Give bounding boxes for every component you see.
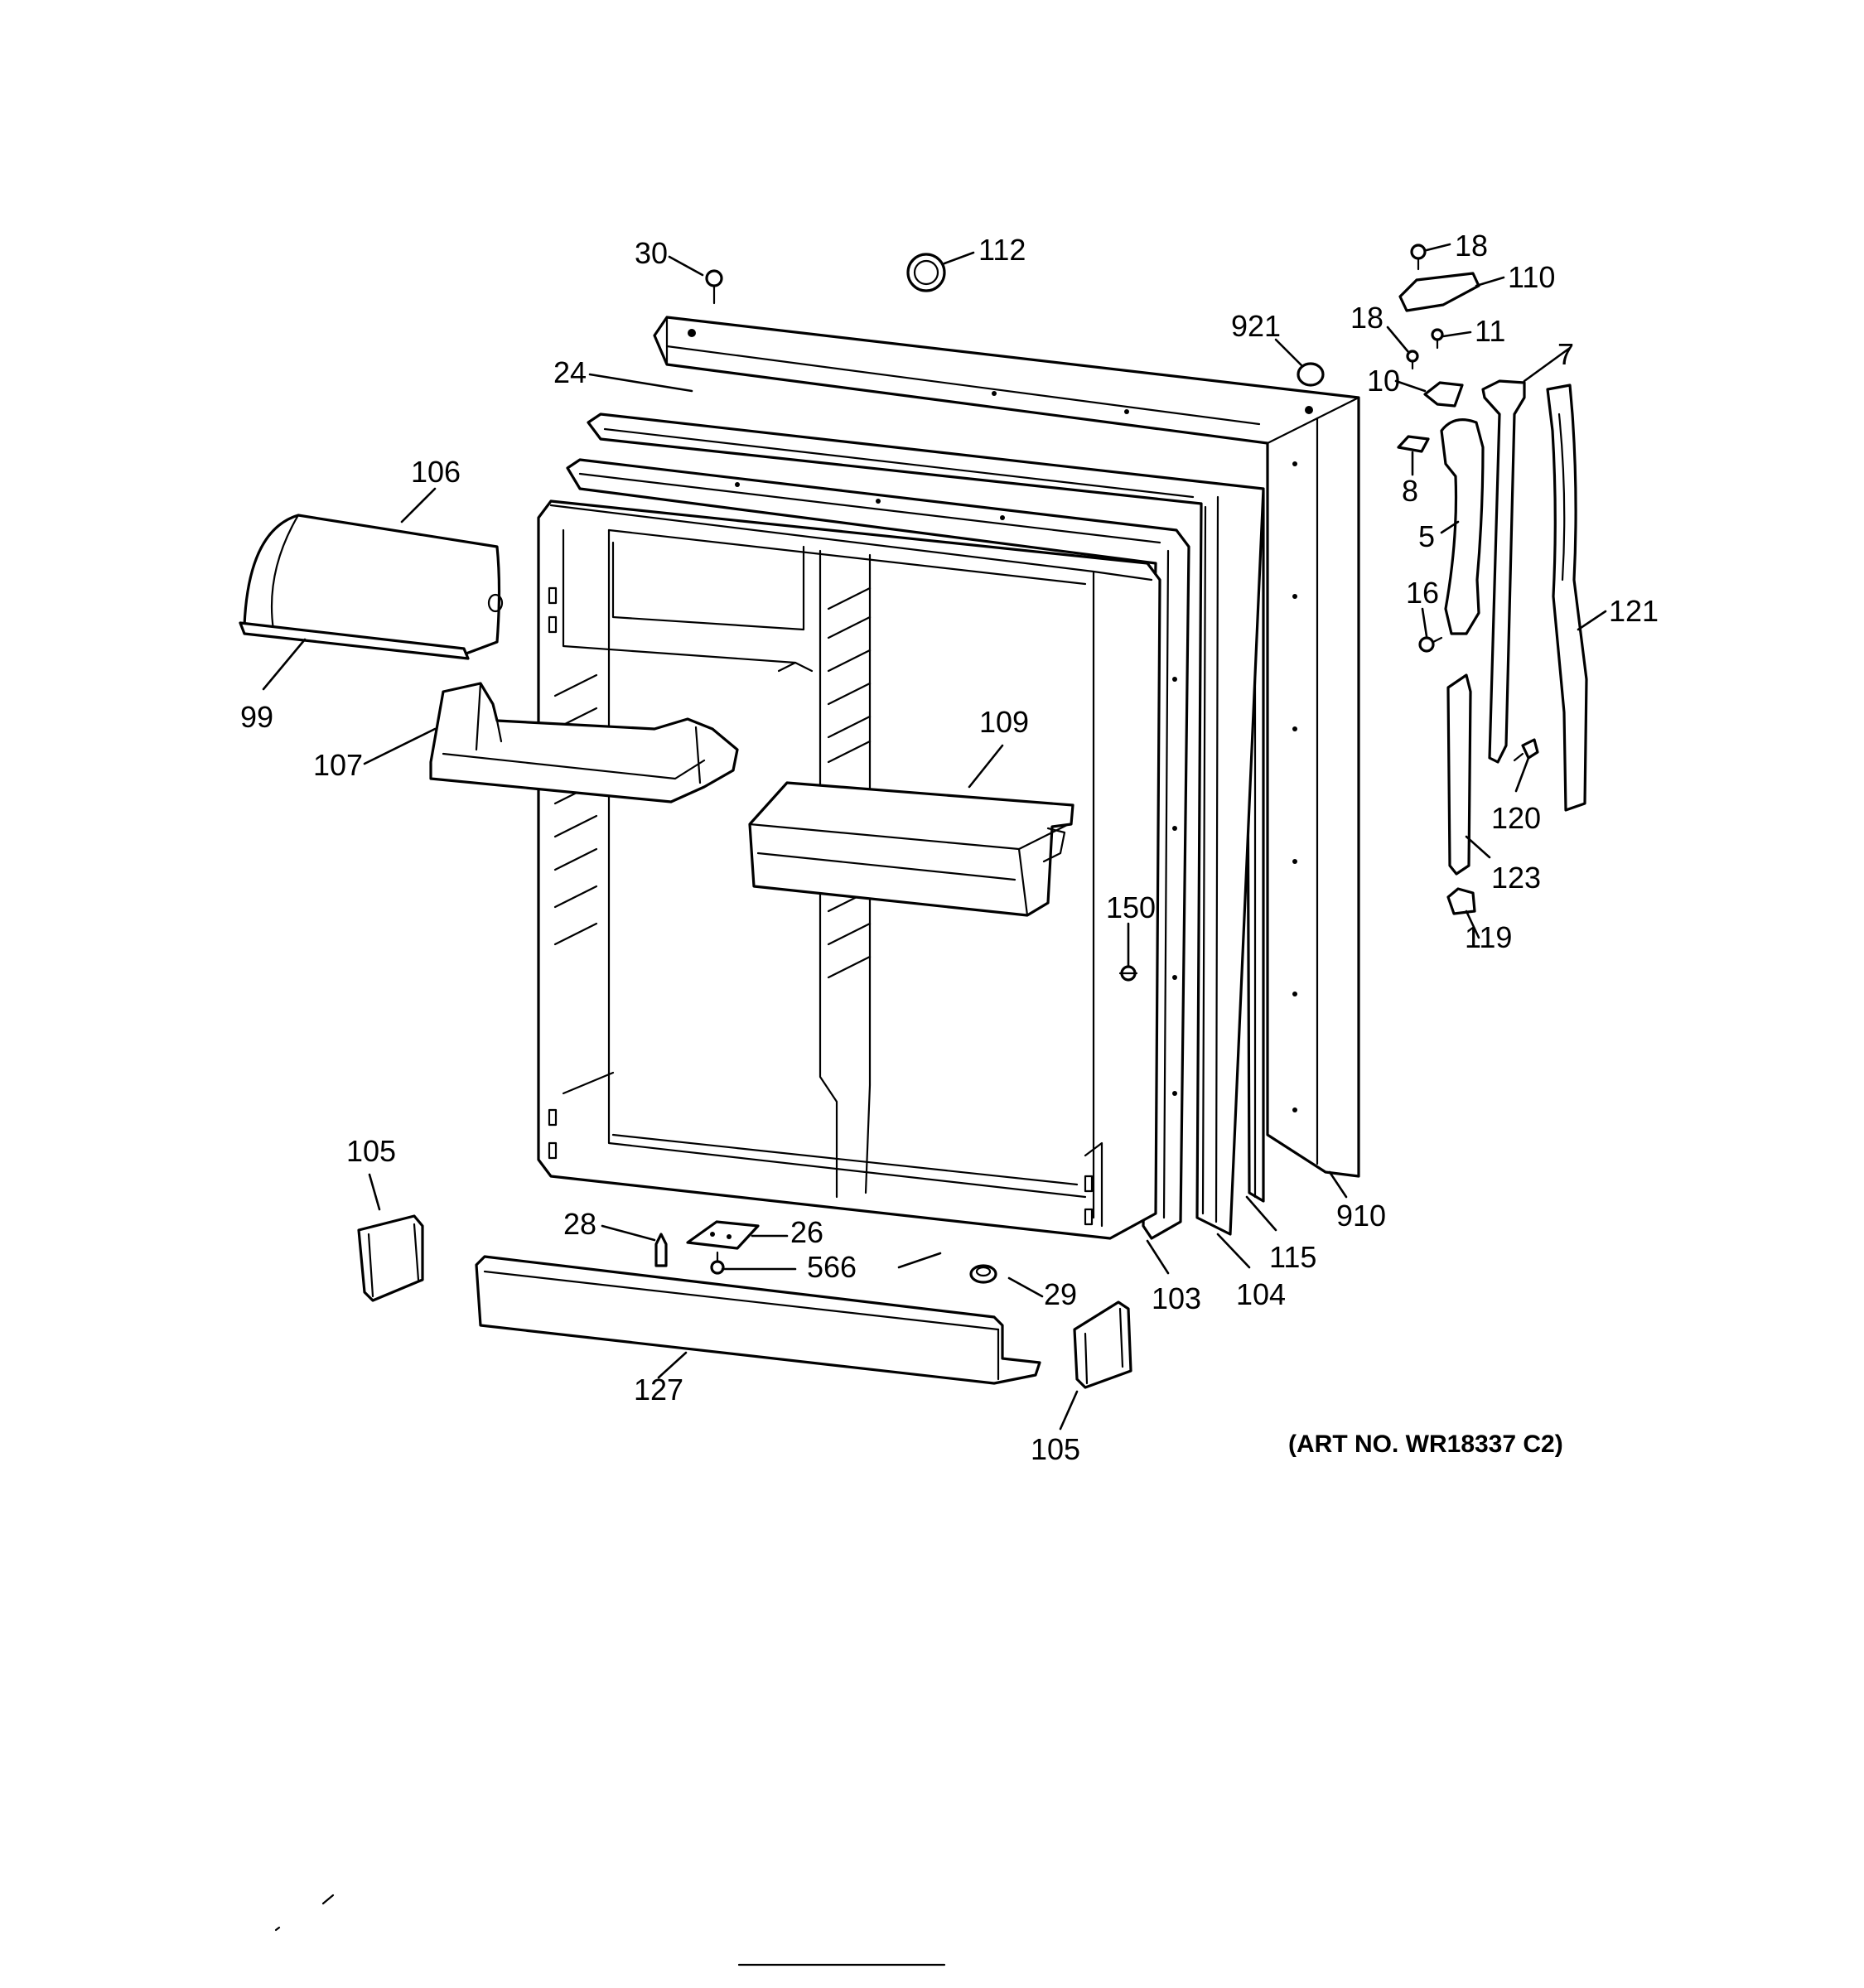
- callout-104: 104: [1236, 1277, 1286, 1311]
- clip-119: [1446, 887, 1476, 915]
- scan-marks: [274, 1894, 946, 1966]
- callout-labels: 30 112 18 110 921 18 11 7 24 10 8 106 5 …: [240, 229, 1659, 1466]
- door-bin-109: [748, 781, 1074, 917]
- callout-150: 150: [1106, 890, 1156, 924]
- callout-99: 99: [240, 700, 273, 734]
- callout-8: 8: [1402, 474, 1418, 508]
- callout-5: 5: [1418, 519, 1435, 553]
- callout-109: 109: [979, 705, 1029, 739]
- callout-910: 910: [1336, 1199, 1386, 1233]
- hinge-cover-110: [1398, 272, 1480, 312]
- callout-120: 120: [1491, 801, 1541, 835]
- callout-11: 11: [1475, 314, 1505, 348]
- callout-105-left: 105: [346, 1134, 396, 1168]
- screw-30: [705, 269, 723, 305]
- callout-121: 121: [1609, 594, 1659, 628]
- plug-112: [906, 253, 946, 292]
- callout-103: 103: [1152, 1281, 1201, 1315]
- bracket-8: [1397, 435, 1430, 453]
- callout-566: 566: [807, 1250, 857, 1284]
- screw-120: [1513, 738, 1539, 762]
- screw-566: [710, 1251, 725, 1275]
- callout-24: 24: [553, 355, 587, 389]
- callout-18-lower: 18: [1350, 301, 1384, 335]
- callout-921: 921: [1231, 309, 1281, 343]
- callout-10: 10: [1367, 364, 1400, 398]
- screw-150: [1118, 965, 1138, 982]
- plug-921: [1297, 362, 1325, 387]
- handle-trim-121: [1546, 384, 1588, 812]
- door-gasket-104: [587, 413, 1265, 1236]
- art-number: (ART NO. WR18337 C2): [1288, 1431, 1563, 1458]
- callout-18-top: 18: [1455, 229, 1488, 263]
- hinge-bar-7: [1481, 379, 1526, 764]
- screw-18-top: [1410, 244, 1427, 271]
- callout-30: 30: [635, 236, 668, 270]
- callout-16: 16: [1406, 576, 1439, 610]
- callout-28: 28: [563, 1207, 596, 1241]
- dairy-hinge-bar-99: [239, 621, 470, 660]
- callout-112: 112: [978, 233, 1026, 267]
- callout-127: 127: [634, 1373, 683, 1407]
- outer-door-panel-910: [653, 316, 1360, 1178]
- callout-115: 115: [1269, 1240, 1316, 1274]
- callout-26: 26: [790, 1215, 823, 1249]
- callout-123: 123: [1491, 861, 1541, 895]
- dairy-door-106: [243, 514, 504, 656]
- screw-11: [1431, 328, 1444, 350]
- callout-110: 110: [1508, 260, 1555, 294]
- pin-28: [654, 1233, 668, 1267]
- screw-16: [1418, 636, 1443, 653]
- callout-7: 7: [1557, 337, 1574, 371]
- inner-door-liner-103: [566, 458, 1190, 1240]
- leader-lines: [262, 243, 1607, 1431]
- screw-18-lower: [1406, 350, 1419, 370]
- bracket-10: [1423, 381, 1464, 408]
- callout-106: 106: [411, 455, 461, 489]
- door-shelf-107: [429, 682, 739, 803]
- callout-107: 107: [313, 748, 363, 782]
- callout-119: 119: [1465, 920, 1512, 954]
- bottom-trim-127: [475, 1255, 1041, 1385]
- end-cap-105-right: [1073, 1300, 1132, 1389]
- bracket-123: [1446, 673, 1472, 876]
- callout-105-right: 105: [1031, 1432, 1080, 1466]
- plate-26: [686, 1220, 760, 1250]
- plug-29: [969, 1264, 997, 1284]
- callout-29: 29: [1044, 1277, 1077, 1311]
- handle-5: [1440, 418, 1485, 635]
- end-cap-105-left: [357, 1214, 424, 1302]
